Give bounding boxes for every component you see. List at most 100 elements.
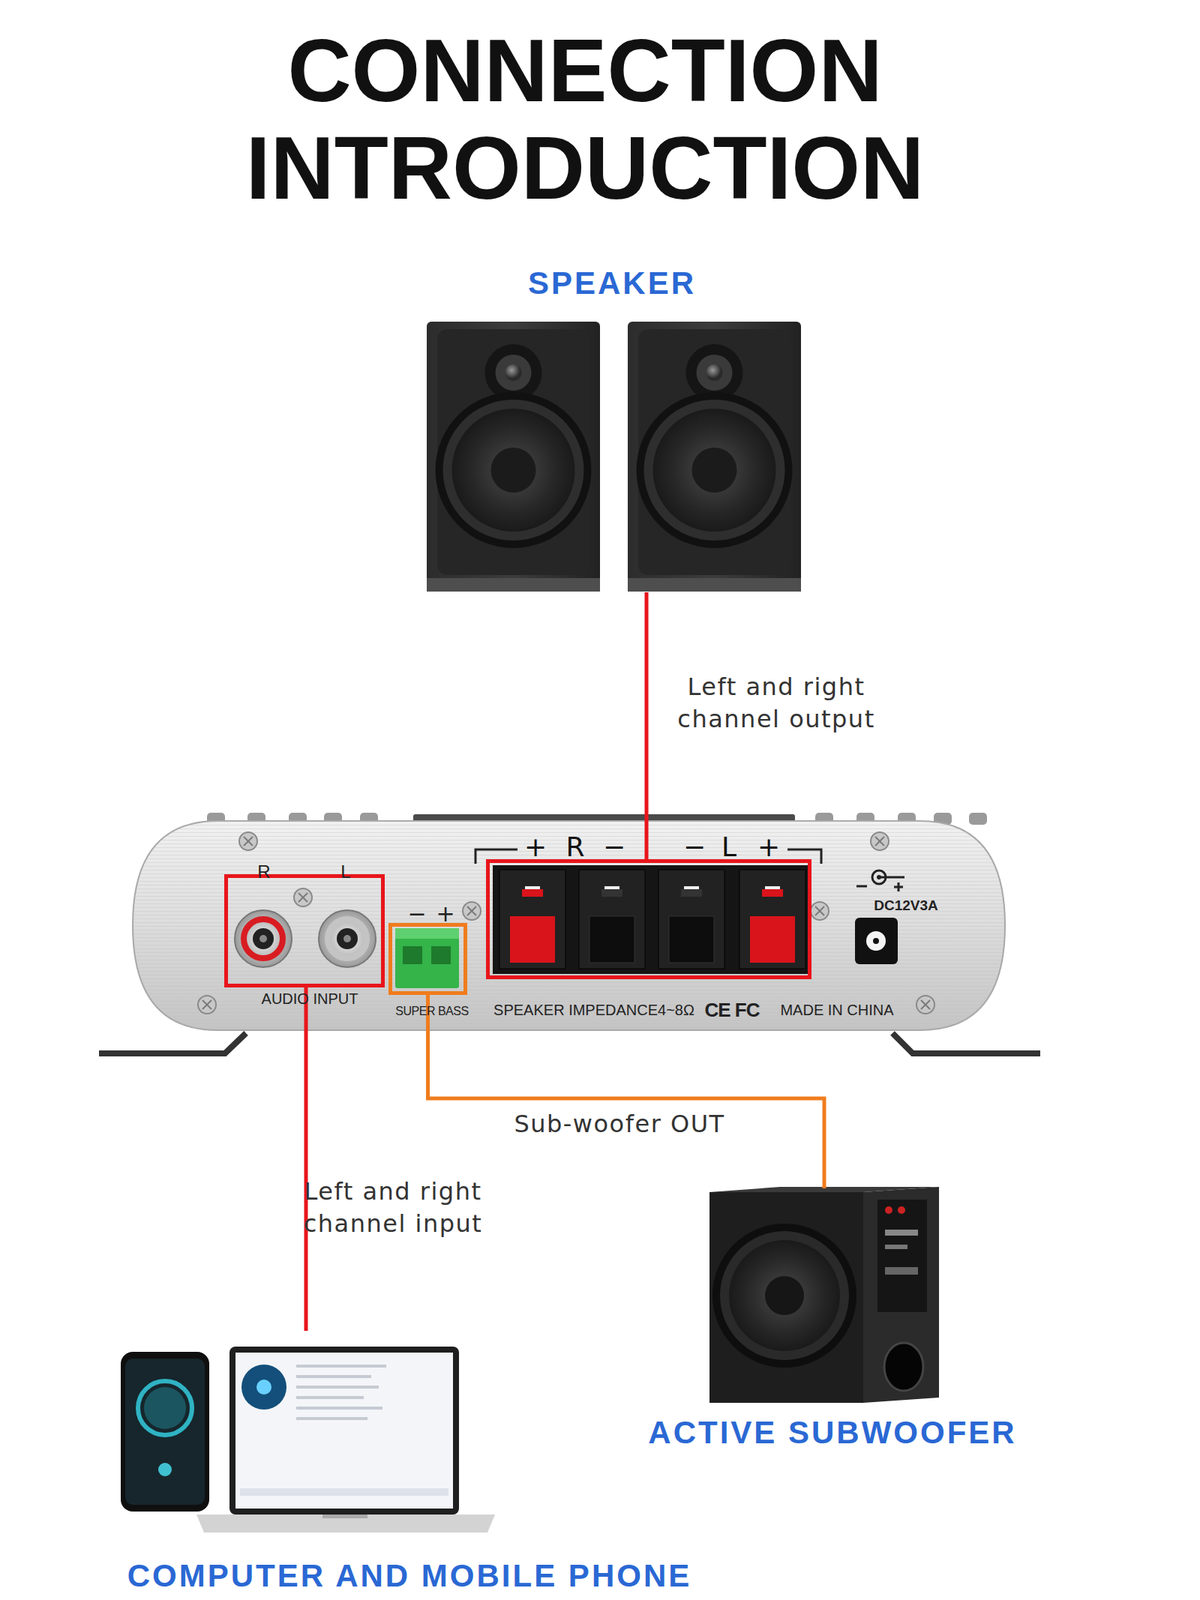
rca-hole: [336, 928, 358, 950]
super-bass-box: −+SUPER BASS: [388, 923, 468, 996]
terminal-tab: [601, 889, 623, 897]
terminal-button-red: [750, 916, 795, 963]
node-text: −: [683, 831, 706, 863]
edge-label: Left and right channel output: [652, 671, 900, 736]
terminal-highlight: [604, 886, 620, 890]
subwoofer-plate: [877, 1200, 927, 1313]
terminal-hole: [431, 946, 451, 965]
screen-line: [296, 1417, 368, 1421]
phone-art-ring: [138, 1381, 192, 1436]
screw: [916, 996, 935, 1014]
sub-dust-cap: [765, 1276, 804, 1316]
screw: [239, 832, 258, 851]
node-text: COMPUTER AND MOBILE PHONE: [127, 1558, 692, 1595]
screw: [462, 902, 481, 921]
rca-jack: [234, 910, 292, 968]
terminal-highlight: [684, 886, 699, 890]
terminal-button-black: [669, 916, 714, 963]
rca-jack: [318, 910, 376, 968]
screen-line: [296, 1386, 379, 1389]
subwoofer-group: ACTIVE SUBWOOFER: [640, 1188, 1024, 1452]
dc-jack-ring: [866, 931, 886, 951]
laptop-bezel: [229, 1347, 459, 1515]
laptop-screen: [235, 1353, 453, 1509]
diagram-title: CONNECTION INTRODUCTION: [210, 22, 960, 218]
terminal-highlight: [525, 886, 540, 890]
connector-line: [428, 995, 825, 1189]
screen-line: [296, 1396, 364, 1400]
terminal-button-red: [510, 916, 555, 963]
screw: [294, 888, 312, 907]
phone-art: [144, 1387, 186, 1430]
terminal-slot: [499, 870, 566, 969]
screw: [198, 996, 216, 1014]
node-text: +: [435, 900, 455, 927]
rca-pin: [343, 935, 351, 943]
terminal-top: [395, 928, 459, 939]
terminal-block: [492, 865, 809, 975]
sub-plate-mark: [885, 1267, 918, 1275]
screw: [810, 902, 829, 921]
subwoofer-side: [863, 1187, 939, 1404]
sub-binding-post: [885, 1206, 893, 1215]
phone-play-button: [158, 1463, 172, 1477]
terminal-tab: [522, 889, 543, 897]
source-devices: COMPUTER AND MOBILE PHONE: [110, 1331, 718, 1600]
rca-ring-white: [327, 919, 367, 959]
rca-ring-red: [243, 919, 283, 959]
screen-bar: [240, 1488, 449, 1497]
sub-woofer-cone: [729, 1240, 840, 1352]
terminal-slot: [579, 870, 645, 969]
node-text: +: [757, 831, 780, 863]
phone-screen: [125, 1359, 205, 1506]
laptop-base: [196, 1515, 495, 1533]
screw: [870, 832, 889, 851]
bass-port: [884, 1343, 924, 1392]
edge-label: Sub-woofer OUT: [469, 1108, 770, 1141]
node-text: R: [257, 861, 270, 883]
node-text: +: [524, 831, 547, 863]
rca-pin: [259, 935, 267, 943]
speaker-terminal-box: +R−−L+: [486, 859, 812, 980]
sub-binding-post: [897, 1206, 906, 1215]
polarity-plus: [897, 882, 900, 892]
node-text: SPEAKER IMPEDANCE4~8Ω: [493, 1002, 695, 1020]
node-text: SPEAKER: [528, 265, 696, 302]
green-terminal: [395, 928, 459, 989]
terminal-tab: [762, 889, 783, 897]
phone-body: [120, 1352, 210, 1512]
node-text: R: [565, 831, 585, 863]
screen-line: [296, 1365, 387, 1368]
sub-plate-mark: [885, 1230, 918, 1236]
logo-label: CE FC: [705, 999, 760, 1023]
node-text: −: [603, 831, 626, 863]
terminal-button-black: [589, 916, 635, 963]
node-text: SUPER BASS: [395, 1005, 468, 1019]
dc-jack-pin: [873, 938, 879, 945]
node-text: L: [721, 831, 737, 863]
laptop-notch: [322, 1515, 368, 1519]
brushed-texture: [132, 821, 1005, 1031]
amp-foot: [892, 1033, 1041, 1054]
node-text: ACTIVE SUBWOOFER: [648, 1415, 1017, 1452]
speaker-group: SPEAKER: [420, 266, 807, 593]
terminal-hole: [402, 946, 423, 965]
screen-line: [296, 1375, 372, 1379]
node-text: L: [340, 861, 351, 883]
amp-panel: [132, 821, 1005, 1031]
audio-input-box: RLAUDIO INPUT: [224, 874, 385, 988]
terminal-slot: [739, 870, 806, 969]
right-speaker: [627, 321, 801, 592]
node-text: MADE IN CHINA: [780, 1002, 894, 1020]
polarity-minus: [856, 885, 867, 888]
amplifier-panel: DC12V3ASPEAKER IMPEDANCE4~8ΩMADE IN CHIN…: [142, 821, 996, 1031]
sub-woofer-surround: [720, 1231, 849, 1361]
laptop-disc: [241, 1365, 287, 1410]
subwoofer-front: [709, 1192, 864, 1404]
edge-label: Left and right channel input: [269, 1176, 517, 1241]
dc-jack: [855, 918, 898, 965]
node-text: −: [407, 900, 426, 927]
